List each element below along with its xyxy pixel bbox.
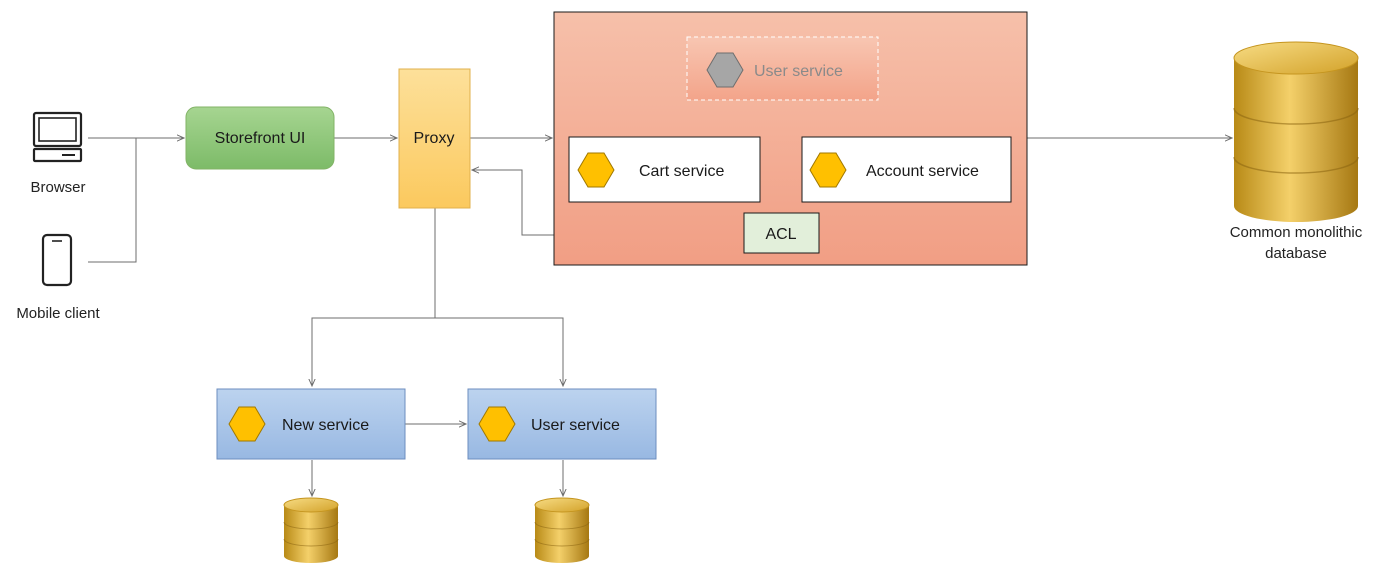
new-service-database-icon [283,497,339,563]
hexagon-icon [228,406,266,442]
user-service-label: User service [531,417,620,434]
edge-split-user [435,317,563,386]
user-service-database-icon [534,497,590,563]
hexagon-icon [478,406,516,442]
proxy-node: Proxy [398,68,471,209]
acl-label: ACL [765,226,796,243]
hexagon-icon [706,52,744,88]
new-service-label: New service [282,417,369,434]
hexagon-icon [809,152,847,188]
database-cylinder-icon [1233,41,1359,222]
storefront-ui-label: Storefront UI [215,130,306,147]
hexagon-icon [577,152,615,188]
acl-node: ACL [743,212,820,254]
common-database-label-line1: Common monolithic [1230,224,1363,241]
desktop-computer-icon [32,111,83,163]
storefront-ui-node: Storefront UI [185,106,335,170]
ghost-user-service-node: User service [686,36,879,101]
mobile-node: Mobile client [16,233,101,322]
proxy-label: Proxy [414,130,455,147]
monolith-container: User service Cart service Account servic… [553,11,1028,266]
account-service-node: Account service [801,136,1012,203]
cart-service-node: Cart service [568,136,761,203]
common-database-label-line2: database [1265,245,1327,262]
common-database-node: Common monolithic database [1230,41,1363,262]
browser-node: Browser [30,111,86,196]
browser-label: Browser [30,179,85,196]
edge-mobile-join [88,138,137,263]
account-service-label: Account service [866,163,979,180]
user-service-node: User service [467,388,657,460]
ghost-user-service-label: User service [754,63,843,80]
cart-service-label: Cart service [639,163,724,180]
smartphone-icon [41,233,73,287]
edge-split-new [312,317,435,386]
mobile-label: Mobile client [16,305,100,322]
new-service-node: New service [216,388,406,460]
